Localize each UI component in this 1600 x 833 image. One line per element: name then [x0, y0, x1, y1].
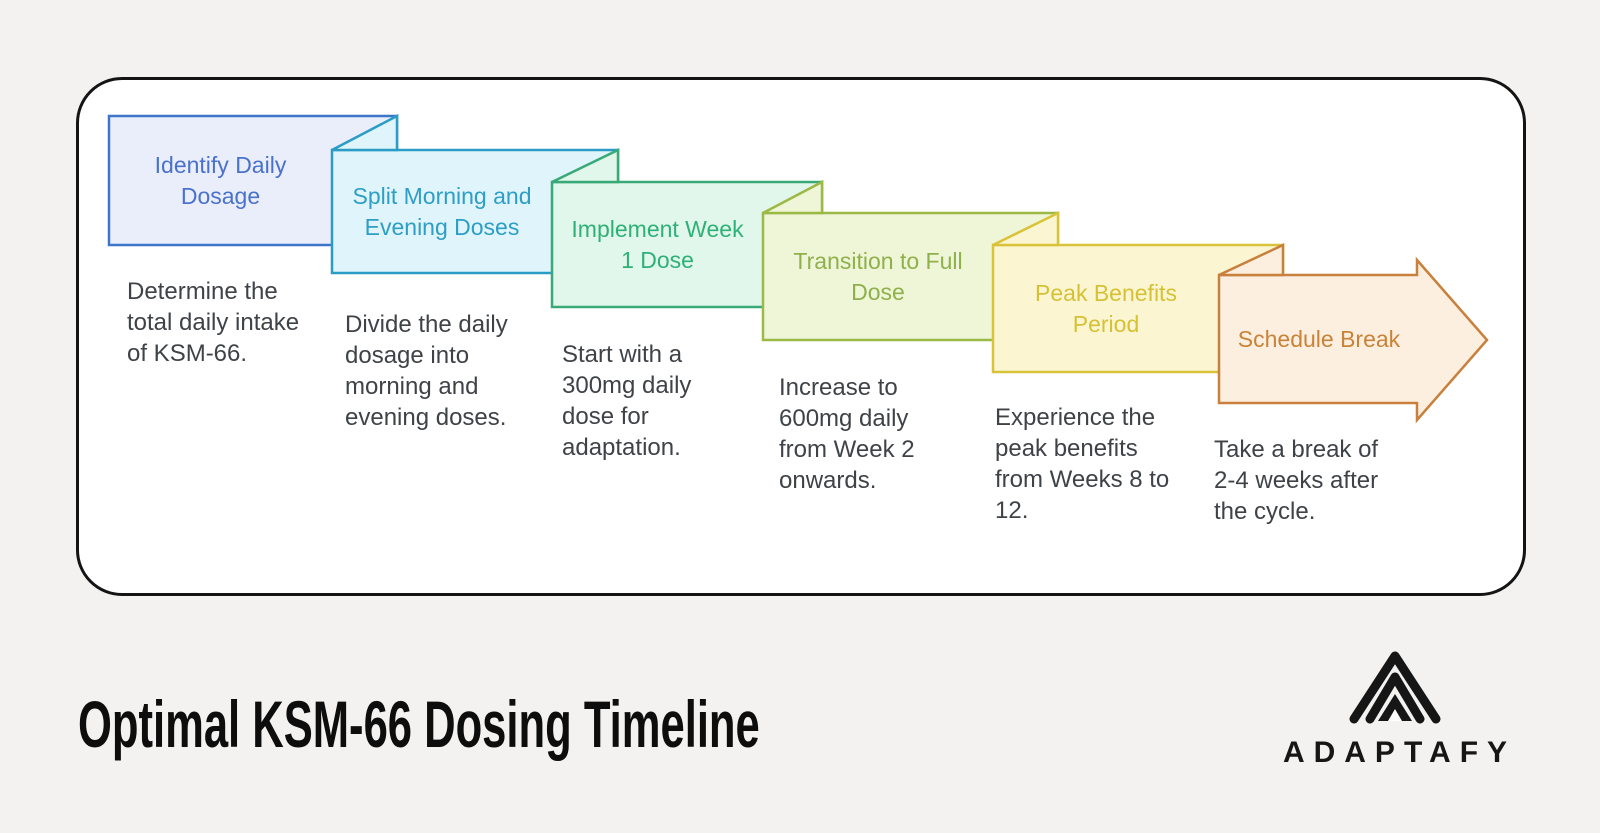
step-3-title: Implement Week 1 Dose	[571, 215, 744, 273]
step-5-title: Peak Benefits Period	[1035, 279, 1177, 337]
mountain-chevrons-icon	[1349, 651, 1441, 724]
step-5-fold	[992, 210, 1060, 247]
step-1-description: Determine the total daily intake of KSM-…	[127, 278, 300, 367]
step-6-arrow	[1217, 256, 1489, 424]
step-4-fold	[762, 179, 824, 215]
step-2-fold	[331, 113, 399, 152]
page-title: Optimal KSM-66 Dosing Timeline	[78, 687, 760, 761]
step-6-fold	[1218, 243, 1285, 277]
step-1-title: Identify Daily Dosage	[154, 151, 287, 209]
brand-name: ADAPTAFY	[1282, 736, 1517, 769]
step-6-description: Take a break of 2-4 weeks after the cycl…	[1214, 436, 1379, 525]
step-2-title: Split Morning and Evening Doses	[352, 182, 532, 240]
step-4-description: Increase to 600mg daily from Week 2 onwa…	[779, 374, 915, 494]
step-6-title: Schedule Break	[1237, 325, 1401, 352]
step-3-fold	[551, 148, 620, 184]
step-4-title: Transition to Full Dose	[793, 247, 963, 305]
step-5-description: Experience the peak benefits from Weeks …	[995, 404, 1170, 524]
step-3-description: Start with a 300mg daily dose for adapta…	[562, 341, 692, 461]
step-2-description: Divide the daily dosage into morning and…	[345, 311, 508, 431]
brand-logo: ADAPTAFY	[1270, 646, 1520, 770]
